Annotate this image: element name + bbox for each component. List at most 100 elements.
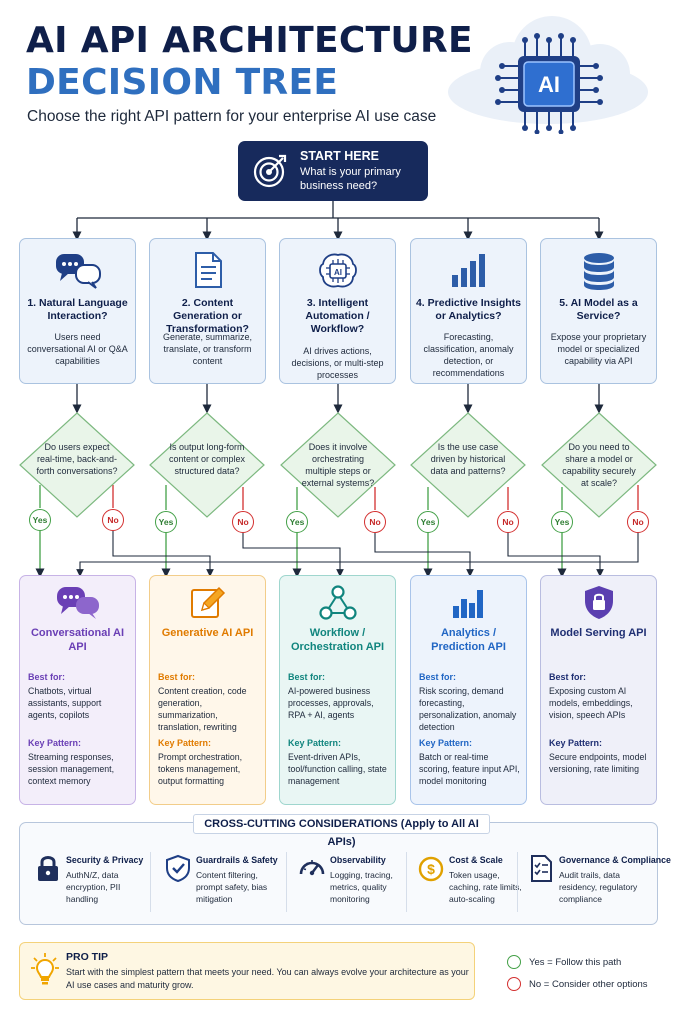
best-for-text: Content creation, code generation, summa… [158,686,247,732]
shield-lock-icon [584,586,613,619]
legend-yes-marker [507,955,521,969]
divider [517,852,518,912]
chat-bubbles-icon [56,587,99,619]
lightbulb-icon [31,953,59,985]
decision-diamond-5: Do you need to share a model or capabili… [540,411,658,519]
workflow-nodes-icon [318,585,357,620]
start-title: START HERE [300,149,379,163]
pro-tip-title: PRO TIP [66,951,109,963]
need-card-automation: AI 3. Intelligent Automation / Workflow?… [279,238,396,384]
decision-diamond-4: Is the use case driven by historical dat… [409,411,527,519]
start-box: START HERE What is your primary business… [238,141,428,201]
key-pattern-label: Key Pattern: [549,738,603,748]
need-card-natural-language: 1. Natural Language Interaction? Users n… [19,238,136,384]
need-description: Expose your proprietary model or special… [550,332,647,366]
pro-tip-box [19,942,475,1000]
cc-item-desc: Token usage, caching, rate limits, auto-… [449,870,522,904]
cc-item-title: Cost & Scale [449,855,503,865]
legend-no-marker [507,977,521,991]
need-title: 4. Predictive Insights or Analytics? [415,297,522,322]
best-for-text: AI-powered business processes, approvals… [288,686,374,720]
dollar-coin-icon: $ [418,856,444,882]
divider [150,852,151,912]
yes-circle: Yes [29,509,51,531]
divider [406,852,407,912]
api-card-generative: Generative AI API Best for: Content crea… [149,575,266,805]
document-icon [194,252,222,288]
yes-circle: Yes [551,511,573,533]
api-card-workflow: Workflow / Orchestration API Best for: A… [279,575,396,805]
key-pattern-label: Key Pattern: [28,738,82,748]
decision-question: Do you need to share a model or capabili… [562,442,636,488]
key-pattern-text: Prompt orchestration, tokens management,… [158,752,243,786]
svg-text:AI: AI [334,268,342,277]
need-card-content-generation: 2. Content Generation or Transformation?… [149,238,266,384]
bar-chart-icon [451,254,485,287]
cross-cutting-title: CROSS-CUTTING CONSIDERATIONS (Apply to A… [193,814,490,848]
best-for-text: Exposing custom AI models, embeddings, v… [549,686,633,720]
api-card-model-serving: Model Serving API Best for: Exposing cus… [540,575,657,805]
cc-security: Security & Privacy AuthN/Z, data encrypt… [34,852,146,918]
cc-item-desc: Audit trails, data residency, regulatory… [559,870,638,904]
cc-governance: Governance & Compliance Audit trails, da… [527,852,671,918]
no-circle: No [364,511,386,533]
key-pattern-label: Key Pattern: [288,738,342,748]
need-description: Users need conversational AI or Q&A capa… [27,332,128,366]
best-for-label: Best for: [549,672,587,682]
ai-brain-icon: AI [318,253,357,288]
legend-yes: Yes = Follow this path [529,957,622,968]
cc-item-title: Guardrails & Safety [196,855,278,865]
target-icon [253,154,287,188]
cc-item-title: Observability [330,855,386,865]
need-title: 3. Intelligent Automation / Workflow? [305,297,370,335]
need-description: AI drives actions, decisions, or multi-s… [291,346,384,380]
key-pattern-text: Secure endpoints, model versioning, rate… [549,752,647,774]
yes-circle: Yes [286,511,308,533]
decision-question: Does it involve orchestrating multiple s… [301,442,375,488]
padlock-icon [38,856,58,881]
need-card-model-service: 5. AI Model as a Service? Expose your pr… [540,238,657,384]
best-for-text: Chatbots, virtual assistants, support ag… [28,686,102,720]
no-circle: No [497,511,519,533]
chat-bubbles-icon [55,254,101,289]
yes-circle: Yes [417,511,439,533]
cc-item-desc: Content filtering, prompt safety, bias m… [196,870,268,904]
api-title: Generative AI API [161,627,254,639]
checklist-icon [531,855,552,882]
bar-chart-icon [452,590,483,618]
subtitle: Choose the right API pattern for your en… [27,108,437,125]
decision-question: Do users expect real-time, back-and-fort… [36,442,118,476]
cc-observability: Observability Logging, tracing, metrics,… [298,852,410,918]
best-for-label: Best for: [158,672,196,682]
key-pattern-label: Key Pattern: [419,738,473,748]
decision-question: Is output long-form content or complex s… [168,442,246,476]
best-for-label: Best for: [288,672,326,682]
cc-item-title: Security & Privacy [66,855,144,865]
api-title: Conversational AI API [30,627,125,653]
need-title: 5. AI Model as a Service? [559,297,638,322]
decision-diamond-2: Is output long-form content or complex s… [148,411,266,519]
decision-diamond-1: Do users expect real-time, back-and-fort… [18,411,136,519]
no-circle: No [232,511,254,533]
api-title: Model Serving API [550,627,647,639]
key-pattern-text: Event-driven APIs, tool/function calling… [288,752,387,786]
ai-chip-label: AI [538,72,560,97]
svg-text:$: $ [427,861,435,877]
api-title: Analytics / Prediction API [431,627,506,653]
key-pattern-text: Streaming responses, session management,… [28,752,115,786]
need-title: 1. Natural Language Interaction? [27,297,128,322]
cc-cost: $ Cost & Scale Token usage, caching, rat… [417,852,523,918]
api-card-analytics: Analytics / Prediction API Best for: Ris… [410,575,527,805]
api-title: Workflow / Orchestration API [290,627,385,653]
title-line-2: DECISION TREE [26,62,339,103]
yes-circle: Yes [155,511,177,533]
shield-check-icon [166,854,190,882]
best-for-label: Best for: [419,672,457,682]
database-icon [583,253,614,290]
decision-diamond-3: Does it involve orchestrating multiple s… [279,411,397,519]
legend-no: No = Consider other options [529,979,648,990]
start-question: What is your primary business need? [300,166,401,192]
cc-item-title: Governance & Compliance [559,855,671,865]
cc-guardrails: Guardrails & Safety Content filtering, p… [164,852,284,918]
